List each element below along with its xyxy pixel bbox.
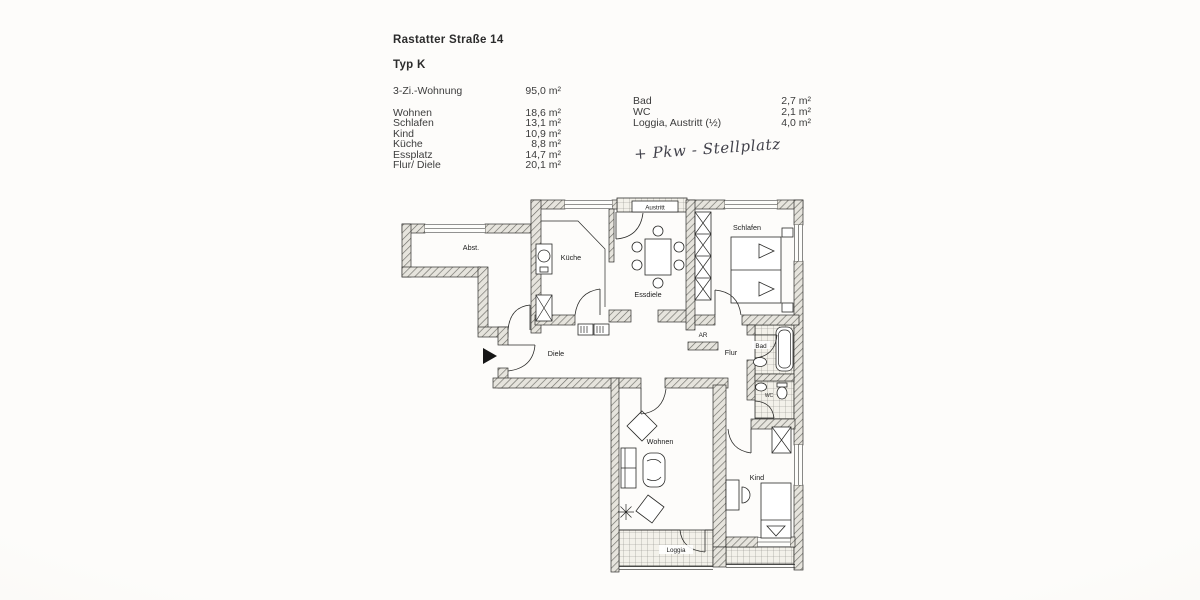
- room-area: 10,9 m²: [525, 127, 561, 140]
- room-name: Schlafen: [393, 117, 434, 130]
- room-area: 2,7 m²: [781, 95, 811, 107]
- room-schlafen: [694, 211, 794, 316]
- walls: [401, 199, 804, 573]
- area-table-left: Wohnen 18,6 m² Schlafen 13,1 m² Kind 10,9 m…: [393, 107, 561, 171]
- table-row: WC 2,1 m²: [633, 107, 811, 118]
- room-label-kind: Kind: [750, 473, 764, 482]
- table-row: Küche 8,8 m²: [393, 138, 561, 151]
- room-label-wohnen: Wohnen: [647, 437, 674, 446]
- room-label-ar: AR: [699, 332, 708, 339]
- summary-row: 3-Zi.-Wohnung 95,0 m²: [393, 85, 561, 97]
- summary-label: 3-Zi.-Wohnung: [393, 85, 463, 97]
- room-wohnen: [618, 388, 706, 553]
- table-row: Wohnen 18,6 m²: [393, 107, 561, 119]
- room-area: 8,8 m²: [531, 138, 561, 151]
- room-bad: [753, 326, 794, 372]
- table-row: Bad 2,7 m²: [633, 96, 811, 107]
- table-row: Schlafen 13,1 m²: [393, 117, 561, 130]
- room-label-abst: Abst.: [463, 243, 479, 252]
- room-name: Loggia, Austritt (½): [633, 117, 722, 129]
- room-label-flur: Flur: [725, 348, 738, 357]
- loggia-edges: [619, 529, 795, 570]
- summary-value: 95,0 m²: [525, 85, 561, 97]
- table-row: Flur/ Diele 20,1 m²: [393, 158, 561, 171]
- room-name: Kind: [393, 127, 415, 140]
- room-area: 20,1 m²: [525, 158, 561, 171]
- table-row: Loggia, Austritt (½) 4,0 m²: [633, 118, 811, 129]
- windows: [425, 200, 803, 547]
- room-kueche: [535, 220, 610, 336]
- room-label-schlafen: Schlafen: [733, 223, 761, 232]
- room-area: 13,1 m²: [525, 117, 561, 130]
- room-area: 2,1 m²: [781, 106, 811, 118]
- room-label-essdiele: Essdiele: [634, 290, 661, 299]
- room-area: 14,7 m²: [525, 148, 561, 161]
- room-label-kueche: Küche: [561, 253, 581, 262]
- room-name: Küche: [393, 138, 423, 151]
- table-row: Kind 10,9 m²: [393, 127, 561, 140]
- area-table-right: Bad 2,7 m² WC 2,1 m² Loggia, Austritt (½) 4…: [633, 96, 811, 129]
- room-kind: [725, 426, 792, 539]
- room-wc: [754, 382, 788, 419]
- room-area: 18,6 m²: [525, 107, 561, 119]
- plan-labels: Abst. Küche Austritt Essdiele Schlafen A…: [463, 205, 774, 554]
- room-name: Essplatz: [393, 148, 433, 161]
- room-area: 4,0 m²: [781, 117, 811, 129]
- table-row: Essplatz 14,7 m²: [393, 148, 561, 161]
- room-label-austritt: Austritt: [645, 205, 665, 212]
- room-name: Bad: [633, 95, 652, 107]
- room-label-loggia: Loggia: [667, 547, 686, 554]
- type-label: Typ K: [393, 59, 426, 71]
- page-title: Rastatter Straße 14: [393, 34, 504, 46]
- room-name: Flur/ Diele: [393, 158, 441, 171]
- room-label-wc: WC: [765, 393, 774, 399]
- room-name: Wohnen: [393, 107, 432, 119]
- handwritten-note: + Pkw - Stellplatz: [633, 134, 782, 164]
- room-essdiele: [615, 200, 685, 289]
- room-label-bad: Bad: [755, 343, 767, 350]
- room-diele: [483, 304, 536, 372]
- floor-plan: Abst. Küche Austritt Essdiele Schlafen A…: [401, 197, 804, 573]
- entrance-arrow: [483, 348, 497, 364]
- room-label-diele: Diele: [548, 349, 564, 358]
- loggia-right: [725, 546, 795, 565]
- plant-icon: [618, 504, 634, 520]
- room-name: WC: [633, 106, 651, 118]
